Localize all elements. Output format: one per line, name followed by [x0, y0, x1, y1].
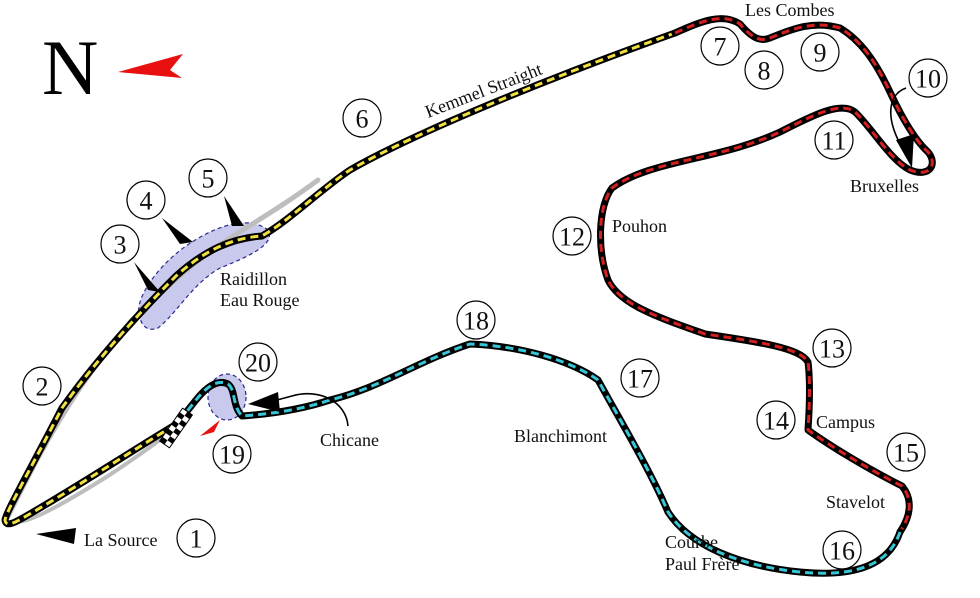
svg-text:20: 20	[245, 349, 271, 378]
corner-marker: 13	[812, 328, 852, 368]
label-stavelot: Stavelot	[826, 492, 885, 512]
chicane-arrowhead-icon	[248, 392, 280, 412]
label-campus: Campus	[816, 412, 875, 432]
svg-text:16: 16	[829, 537, 855, 566]
svg-text:8: 8	[758, 57, 771, 86]
svg-text:14: 14	[763, 407, 789, 436]
label-les-combes: Les Combes	[745, 0, 835, 20]
corner-marker: 6	[342, 98, 382, 138]
corner-marker: 11	[814, 120, 854, 160]
sector-3-track	[171, 340, 904, 577]
svg-text:15: 15	[893, 439, 919, 468]
start-finish-line-icon	[158, 407, 194, 449]
sector-1-dash	[3, 31, 676, 526]
svg-text:3: 3	[114, 231, 127, 260]
north-label: N	[42, 24, 98, 111]
svg-text:10: 10	[915, 65, 941, 94]
sector-2-dash	[599, 17, 934, 533]
corner-marker: 8	[744, 50, 784, 90]
sector-1-track	[1, 29, 679, 528]
eau-rouge-highlight	[138, 222, 271, 330]
svg-text:5: 5	[202, 165, 215, 194]
corner-marker: 16	[822, 530, 862, 570]
sector-3-dash	[173, 342, 902, 575]
corner-marker: 4	[126, 180, 166, 220]
corner-marker: 17	[620, 358, 660, 398]
svg-text:18: 18	[463, 307, 489, 336]
pit-lane	[14, 426, 178, 524]
label-bruxelles: Bruxelles	[850, 176, 919, 196]
corner-marker: 1	[176, 518, 216, 558]
label-eau-rouge: Eau Rouge	[220, 290, 299, 310]
corner-marker: 2	[22, 366, 62, 406]
svg-text:7: 7	[714, 33, 727, 62]
label-raidillon: Raidillon	[220, 269, 287, 289]
svg-text:6: 6	[356, 105, 369, 134]
label-courbe: Courbe	[665, 532, 718, 552]
label-blanchimont: Blanchimont	[514, 426, 607, 446]
corner-marker: 19	[212, 434, 252, 474]
corner-marker: 5	[188, 158, 228, 198]
pointer-5-icon	[224, 196, 244, 226]
svg-text:4: 4	[140, 187, 153, 216]
sector-2-track	[597, 15, 936, 536]
pointer-la-source-icon	[36, 528, 76, 544]
corner-marker: 9	[800, 32, 840, 72]
north-arrow-icon	[118, 54, 183, 78]
corner-marker: 3	[100, 224, 140, 264]
label-paul-frere: Paul Frère	[665, 554, 739, 574]
label-la-source: La Source	[84, 530, 157, 550]
svg-text:13: 13	[819, 335, 845, 364]
bruxelles-arrowhead-icon	[896, 134, 914, 168]
corner-marker: 7	[700, 26, 740, 66]
corner-marker: 10	[908, 58, 948, 98]
corner-marker: 15	[886, 432, 926, 472]
svg-text:17: 17	[627, 365, 653, 394]
pointer-4-icon	[162, 218, 193, 244]
corner-marker: 14	[756, 400, 796, 440]
pointer-3-icon	[134, 262, 160, 292]
label-chicane: Chicane	[320, 430, 379, 450]
svg-text:9: 9	[814, 39, 827, 68]
direction-pointer-icon	[200, 420, 220, 436]
svg-text:1: 1	[190, 525, 203, 554]
corner-marker: 20	[238, 342, 278, 382]
corner-marker: 12	[552, 216, 592, 256]
corner-marker: 18	[456, 300, 496, 340]
svg-text:2: 2	[36, 373, 49, 402]
svg-text:11: 11	[821, 127, 846, 156]
svg-text:19: 19	[219, 441, 245, 470]
chicane-arrow-icon	[261, 392, 349, 427]
svg-text:12: 12	[559, 223, 585, 252]
label-pouhon: Pouhon	[612, 216, 667, 236]
